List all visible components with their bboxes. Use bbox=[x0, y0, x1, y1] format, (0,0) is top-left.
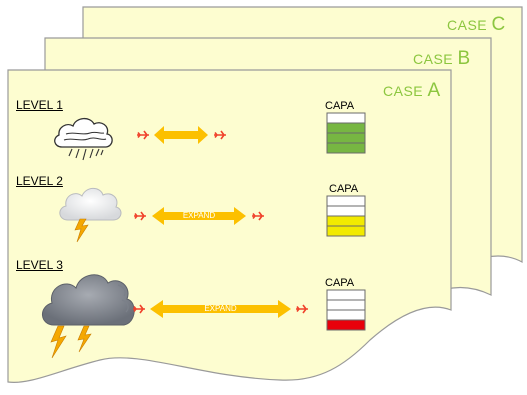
case-a-label: CASE A bbox=[383, 80, 441, 101]
level-2-label: LEVEL 2 bbox=[16, 174, 63, 188]
storm-cloud-icon bbox=[42, 274, 135, 359]
level-1-arrow bbox=[154, 126, 208, 144]
capacity-segment bbox=[326, 319, 366, 331]
capacity-segment bbox=[326, 132, 366, 144]
capacity-segment bbox=[326, 195, 366, 207]
capa-label: CAPA bbox=[325, 277, 355, 289]
rain-cloud-icon bbox=[54, 117, 113, 161]
sheet-case-a bbox=[7, 69, 452, 383]
expand-label: EXPAND bbox=[182, 211, 216, 220]
case-b-label: CASE B bbox=[413, 48, 471, 69]
level-3-arrow bbox=[150, 300, 291, 318]
capacity-segment bbox=[326, 309, 366, 321]
capa-label: CAPA bbox=[329, 183, 359, 195]
level-1-label: LEVEL 1 bbox=[16, 98, 63, 112]
capacity-segment bbox=[326, 205, 366, 217]
expand-label: EXPAND bbox=[204, 304, 237, 313]
case-c-label: CASE C bbox=[447, 14, 506, 35]
capacity-segment bbox=[326, 112, 366, 124]
capacity-segment bbox=[326, 122, 366, 134]
thunder-cloud-icon bbox=[59, 187, 122, 243]
capacity-segment bbox=[326, 225, 366, 237]
level-2-arrow bbox=[152, 207, 246, 225]
capa-label: CAPA bbox=[325, 100, 355, 112]
capacity-segment bbox=[326, 299, 366, 311]
capacity-segment bbox=[326, 215, 366, 227]
level-3-label: LEVEL 3 bbox=[16, 258, 63, 272]
capacity-segment bbox=[326, 289, 366, 301]
capacity-segment bbox=[326, 142, 366, 154]
